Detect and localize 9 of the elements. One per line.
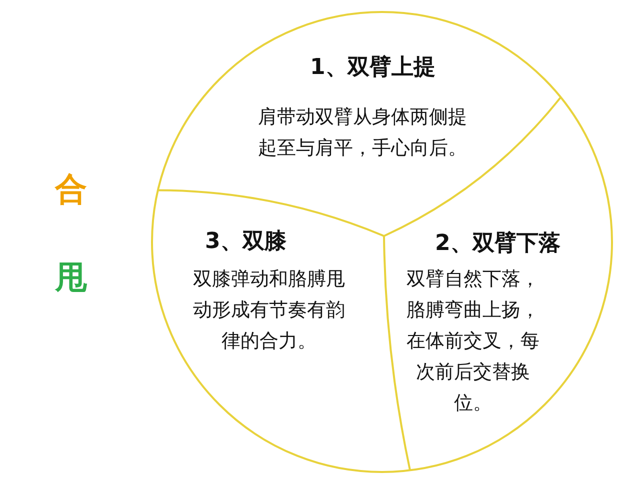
side-label: 合 (55, 169, 87, 210)
section-text: 双膝弹动和胳膊甩动形成有节奏有韵律的合力。 (192, 267, 346, 354)
side-label: 甩 (55, 257, 87, 298)
section-heading: 3、双膝 (205, 228, 286, 256)
circle-diagram (150, 10, 614, 474)
section-heading: 1、双臂上提 (310, 54, 436, 82)
section-text: 双臂自然下落，胳膊弯曲上扬，在体前交叉，每次前后交替换位。 (406, 267, 540, 416)
section-text: 肩带动双臂从身体两侧提起至与肩平，手心向后。 (257, 105, 468, 161)
section-heading: 2、双臂下落 (435, 230, 560, 258)
